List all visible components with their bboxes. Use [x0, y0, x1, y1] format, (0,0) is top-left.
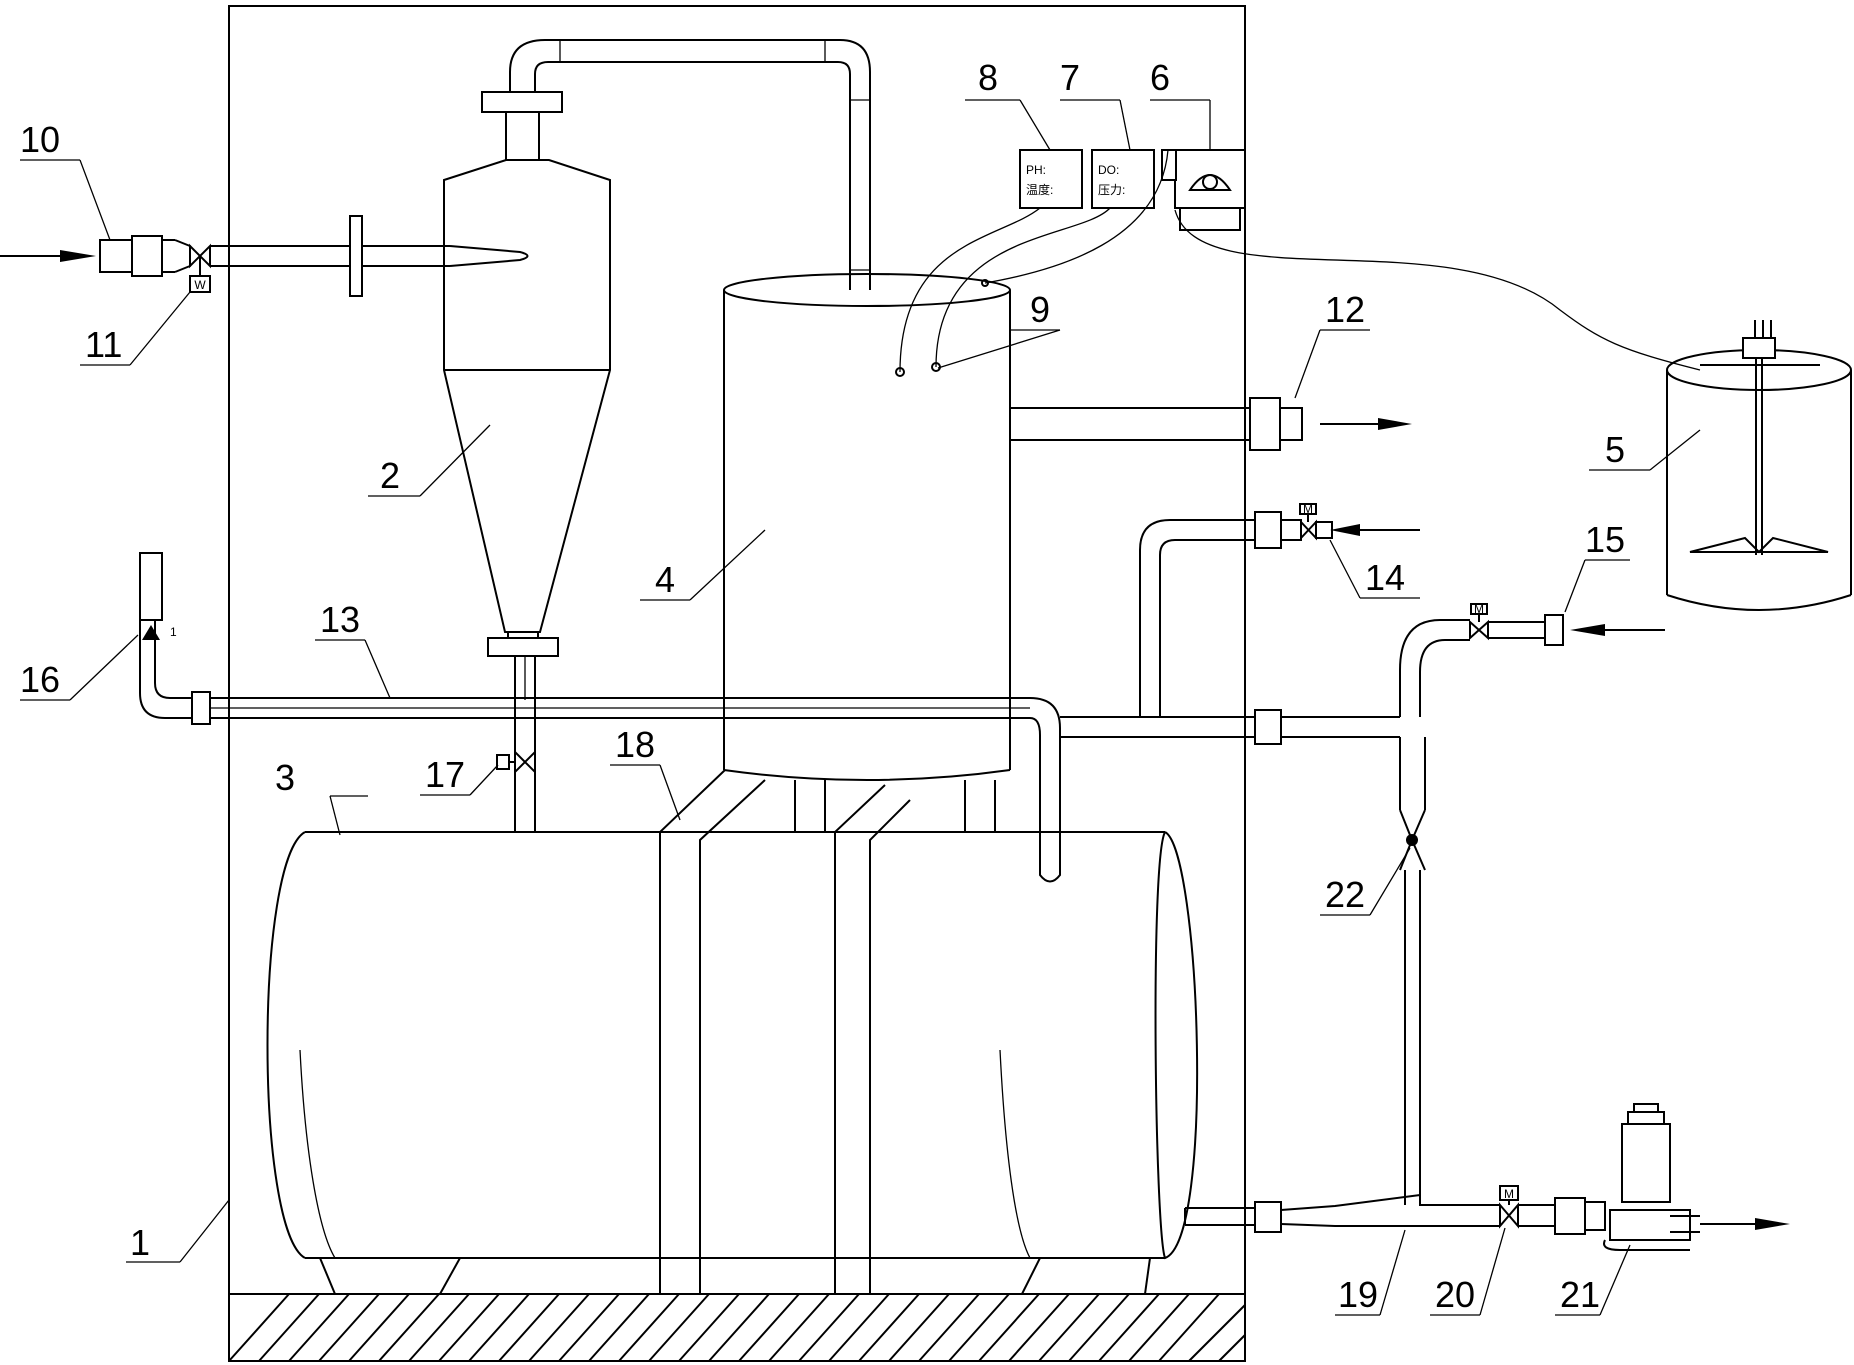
ph-temperature-meter: PH: 温度:	[1019, 149, 1083, 209]
pipe-network	[1060, 511, 1500, 1233]
do-pressure-meter: DO: 压力:	[1091, 149, 1155, 209]
outlet-pipe-12	[1010, 397, 1303, 451]
hatch-line	[948, 1293, 1010, 1362]
hatch-line	[798, 1293, 860, 1362]
part-labels: 1 2 3 4 5 6 7 8 9 10 11 12 13 14 15 16 1…	[20, 57, 1625, 1315]
container-frame	[228, 5, 1246, 1362]
hatch-line	[378, 1293, 440, 1362]
pipe-18	[659, 769, 911, 1294]
hatch-line	[768, 1293, 830, 1362]
svg-text:压力:: 压力:	[1098, 183, 1125, 197]
signal-cables	[899, 149, 1701, 373]
hatch-line	[828, 1293, 890, 1362]
hatch-line	[618, 1293, 680, 1362]
hatch-line	[1188, 1304, 1246, 1362]
label-10: 10	[20, 119, 60, 160]
label-7: 7	[1060, 57, 1080, 98]
hatch-line	[1098, 1293, 1160, 1362]
hatch-line	[1158, 1293, 1220, 1362]
label-4: 4	[655, 559, 675, 600]
hatch-line	[1128, 1293, 1190, 1362]
hatch-line	[858, 1293, 920, 1362]
valve-20: M	[1499, 1185, 1555, 1229]
hatch-line	[438, 1293, 500, 1362]
hatch-line	[468, 1293, 530, 1362]
hatch-line	[648, 1293, 710, 1362]
label-20: 20	[1435, 1274, 1475, 1315]
arrow-outlet-12	[1320, 418, 1412, 430]
label-19: 19	[1338, 1274, 1378, 1315]
label-1: 1	[130, 1222, 150, 1263]
label-3: 3	[275, 757, 295, 798]
hatch-line	[348, 1293, 410, 1362]
hatch-line	[1038, 1293, 1100, 1362]
leader-lines	[20, 99, 1701, 1316]
arrow-outlet-21	[1700, 1218, 1790, 1230]
svg-text:DO:: DO:	[1098, 163, 1119, 177]
hatch-line	[1068, 1293, 1130, 1362]
hatch-line	[288, 1293, 350, 1362]
hatch-line	[918, 1293, 980, 1362]
label-13: 13	[320, 599, 360, 640]
pipe-13	[139, 620, 1061, 883]
hatch-line	[498, 1293, 560, 1362]
hatch-line	[228, 1293, 290, 1362]
dosing-pump-6	[1161, 149, 1246, 231]
hatch-line	[258, 1293, 320, 1362]
hatch-line	[408, 1293, 470, 1362]
label-5: 5	[1605, 429, 1625, 470]
label-14: 14	[1365, 557, 1405, 598]
overflow-pipe	[509, 39, 871, 290]
hatch-line	[888, 1293, 950, 1362]
dosing-tank	[1666, 320, 1852, 611]
valve-22	[1406, 834, 1418, 846]
label-21: 21	[1560, 1274, 1600, 1315]
hatch-line	[318, 1293, 380, 1362]
svg-text:1: 1	[170, 625, 177, 639]
hatch-line	[528, 1293, 590, 1362]
hatch-line	[738, 1293, 800, 1362]
valve-15: M	[1469, 602, 1564, 646]
valve-11: W	[189, 256, 211, 293]
arrow-inlet-15	[1570, 624, 1665, 636]
hatch-line	[558, 1293, 620, 1362]
hatch-line	[1218, 1334, 1246, 1362]
svg-text:W: W	[194, 278, 206, 292]
valve-17	[496, 749, 536, 775]
label-11: 11	[85, 324, 122, 365]
reaction-tank	[723, 273, 1011, 832]
svg-text:M: M	[1474, 602, 1484, 616]
label-8: 8	[978, 57, 998, 98]
arrow-inlet-14	[1330, 524, 1420, 536]
svg-text:M: M	[1303, 502, 1313, 516]
ground-hatch	[228, 1293, 1246, 1362]
label-9: 9	[1030, 289, 1050, 330]
svg-text:PH:: PH:	[1026, 163, 1046, 177]
hatch-line	[678, 1293, 740, 1362]
valve-14: M	[1299, 502, 1333, 541]
horizontal-tank	[266, 831, 1199, 1295]
hatch-line	[1008, 1293, 1070, 1362]
label-17: 17	[425, 754, 465, 795]
cyclone-separator	[443, 91, 611, 832]
label-16: 16	[20, 659, 60, 700]
flowmeter-16: 1	[139, 552, 177, 640]
pump-21	[1554, 1103, 1700, 1251]
hatch-line	[708, 1293, 770, 1362]
label-2: 2	[380, 455, 400, 496]
label-12: 12	[1325, 289, 1365, 330]
svg-text:温度:: 温度:	[1026, 182, 1053, 197]
svg-text:M: M	[1504, 1187, 1514, 1201]
label-15: 15	[1585, 519, 1625, 560]
inlet-pipe-10	[99, 215, 529, 297]
label-18: 18	[615, 724, 655, 765]
arrow-inlet-10	[0, 250, 96, 262]
label-6: 6	[1150, 57, 1170, 98]
hatch-line	[588, 1293, 650, 1362]
label-22: 22	[1325, 874, 1365, 915]
hatch-line	[978, 1293, 1040, 1362]
